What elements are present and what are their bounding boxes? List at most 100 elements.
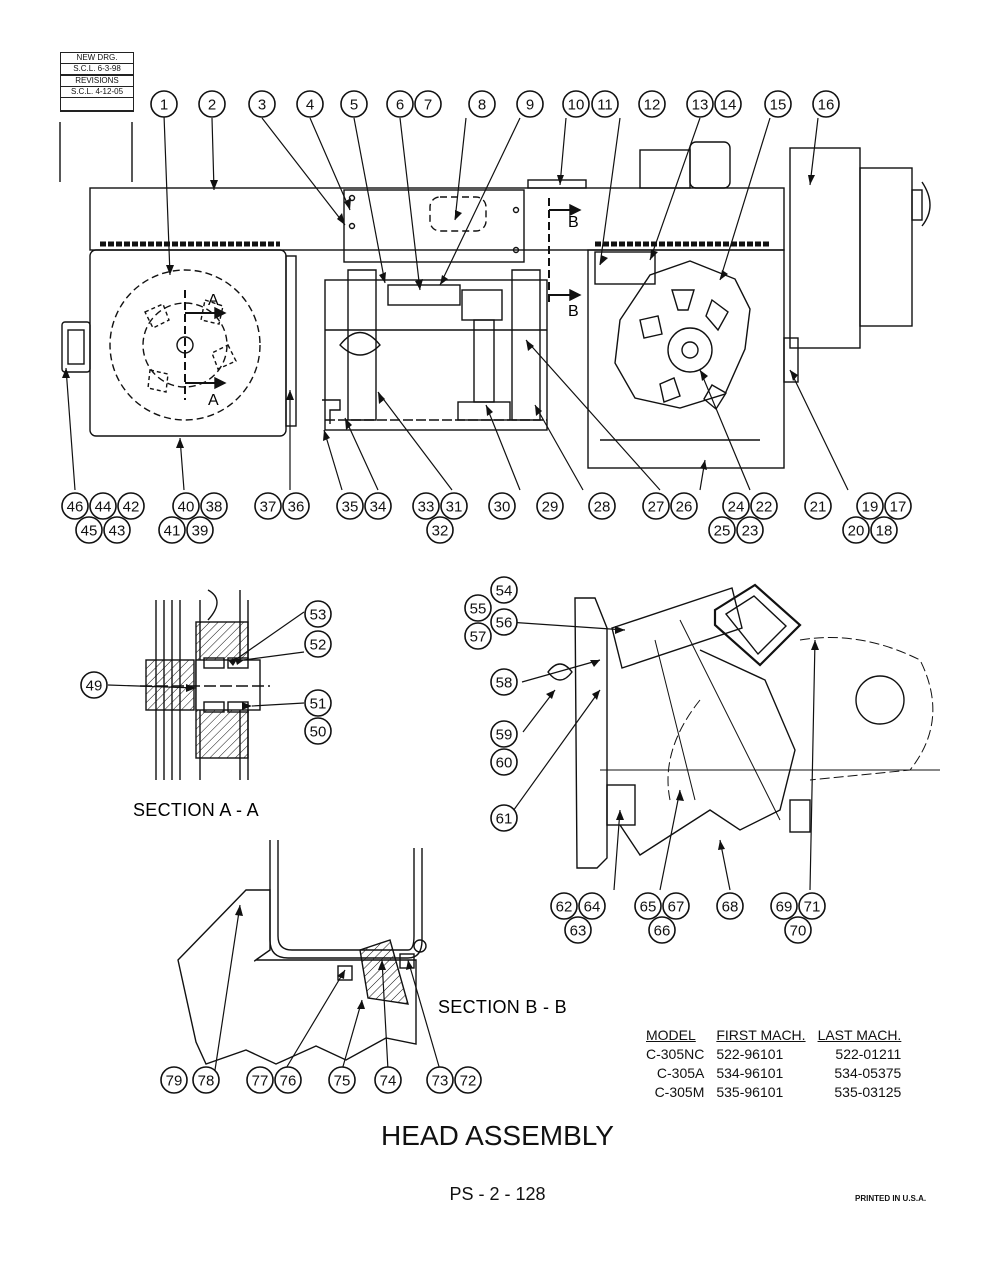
callout-circle — [564, 916, 592, 944]
callout-68: 68 — [716, 892, 744, 920]
callout-circle — [246, 1066, 274, 1094]
callout-circle — [274, 1066, 302, 1094]
callout-16: 16 — [812, 90, 840, 118]
callout-circle — [490, 748, 518, 776]
callout-54: 54 — [490, 576, 518, 604]
callout-11: 11 — [591, 90, 619, 118]
callout-circle — [186, 516, 214, 544]
callout-61: 61 — [490, 804, 518, 832]
callout-14: 14 — [714, 90, 742, 118]
first-mach-cell: 522-96101 — [716, 1046, 784, 1062]
callout-circle — [662, 892, 690, 920]
callout-number: 3 — [258, 97, 266, 114]
callout-circle — [160, 1066, 188, 1094]
callout-circle — [374, 1066, 402, 1094]
callout-73: 73 — [426, 1066, 454, 1094]
callout-circle — [648, 916, 676, 944]
callout-number: 13 — [692, 97, 709, 114]
callout-circle — [764, 90, 792, 118]
callout-circle — [464, 622, 492, 650]
callout-circle — [708, 516, 736, 544]
cut-a-upper: A — [208, 292, 219, 309]
callout-34: 34 — [364, 492, 392, 520]
callout-62: 62 — [550, 892, 578, 920]
callout-24: 24 — [722, 492, 750, 520]
callout-40: 40 — [172, 492, 200, 520]
callout-number: 39 — [192, 523, 209, 540]
callout-circle — [75, 516, 103, 544]
callout-circle — [254, 492, 282, 520]
callout-57: 57 — [464, 622, 492, 650]
callout-number: 50 — [310, 724, 327, 741]
callout-9: 9 — [516, 90, 544, 118]
callout-number: 33 — [418, 499, 435, 516]
callout-25: 25 — [708, 516, 736, 544]
callout-number: 77 — [252, 1073, 269, 1090]
callout-67: 67 — [662, 892, 690, 920]
callout-79: 79 — [160, 1066, 188, 1094]
callout-63: 63 — [564, 916, 592, 944]
callout-circle — [150, 90, 178, 118]
callout-number: 71 — [804, 899, 821, 916]
callout-number: 12 — [644, 97, 661, 114]
callout-number: 42 — [123, 499, 140, 516]
callout-44: 44 — [89, 492, 117, 520]
callout-35: 35 — [336, 492, 364, 520]
callout-circle — [490, 608, 518, 636]
callout-36: 36 — [282, 492, 310, 520]
callout-59: 59 — [490, 720, 518, 748]
callout-number: 17 — [890, 499, 907, 516]
last-mach-cell: 522-01211 — [835, 1046, 902, 1062]
cut-a-lower: A — [208, 392, 219, 409]
callout-number: 60 — [496, 755, 513, 772]
callout-circle — [804, 492, 832, 520]
header-last-mach: LAST MACH. — [817, 1027, 902, 1043]
callout-circle — [103, 516, 131, 544]
callout-number: 45 — [81, 523, 98, 540]
callout-circle — [638, 90, 666, 118]
callout-12: 12 — [638, 90, 666, 118]
callout-number: 46 — [67, 499, 84, 516]
callout-number: 37 — [260, 499, 277, 516]
callout-number: 53 — [310, 607, 327, 624]
callout-number: 56 — [496, 615, 513, 632]
callout-number: 27 — [648, 499, 665, 516]
callout-number: 4 — [306, 97, 314, 114]
callout-circle — [304, 600, 332, 628]
callout-number: 57 — [470, 629, 487, 646]
callout-72: 72 — [454, 1066, 482, 1094]
callout-circle — [117, 492, 145, 520]
callout-circle — [426, 516, 454, 544]
first-mach-cell: 534-96101 — [716, 1065, 784, 1081]
header-model: MODEL — [646, 1027, 696, 1043]
callout-circle — [61, 492, 89, 520]
callout-number: 75 — [334, 1073, 351, 1090]
model-table-header: MODEL FIRST MACH. LAST MACH. — [640, 1026, 907, 1045]
callout-number: 24 — [728, 499, 745, 516]
callout-circle — [328, 1066, 356, 1094]
callout-13: 13 — [686, 90, 714, 118]
callout-number: 23 — [742, 523, 759, 540]
callout-number: 7 — [424, 97, 432, 114]
callout-circle — [750, 492, 778, 520]
callout-number: 31 — [446, 499, 463, 516]
callout-number: 6 — [396, 97, 404, 114]
callout-number: 21 — [810, 499, 827, 516]
callout-circle — [248, 90, 276, 118]
callout-circle — [412, 492, 440, 520]
callout-circle — [490, 668, 518, 696]
callout-circle — [490, 720, 518, 748]
callout-69: 69 — [770, 892, 798, 920]
callout-45: 45 — [75, 516, 103, 544]
callout-number: 16 — [818, 97, 835, 114]
callout-50: 50 — [304, 717, 332, 745]
callout-circle — [714, 90, 742, 118]
callout-circle — [516, 90, 544, 118]
callout-number: 61 — [496, 811, 513, 828]
callout-circle — [464, 594, 492, 622]
callout-number: 62 — [556, 899, 573, 916]
callout-circle — [304, 717, 332, 745]
callout-58: 58 — [490, 668, 518, 696]
section-b-label: SECTION B - B — [438, 997, 567, 1017]
callout-60: 60 — [490, 748, 518, 776]
